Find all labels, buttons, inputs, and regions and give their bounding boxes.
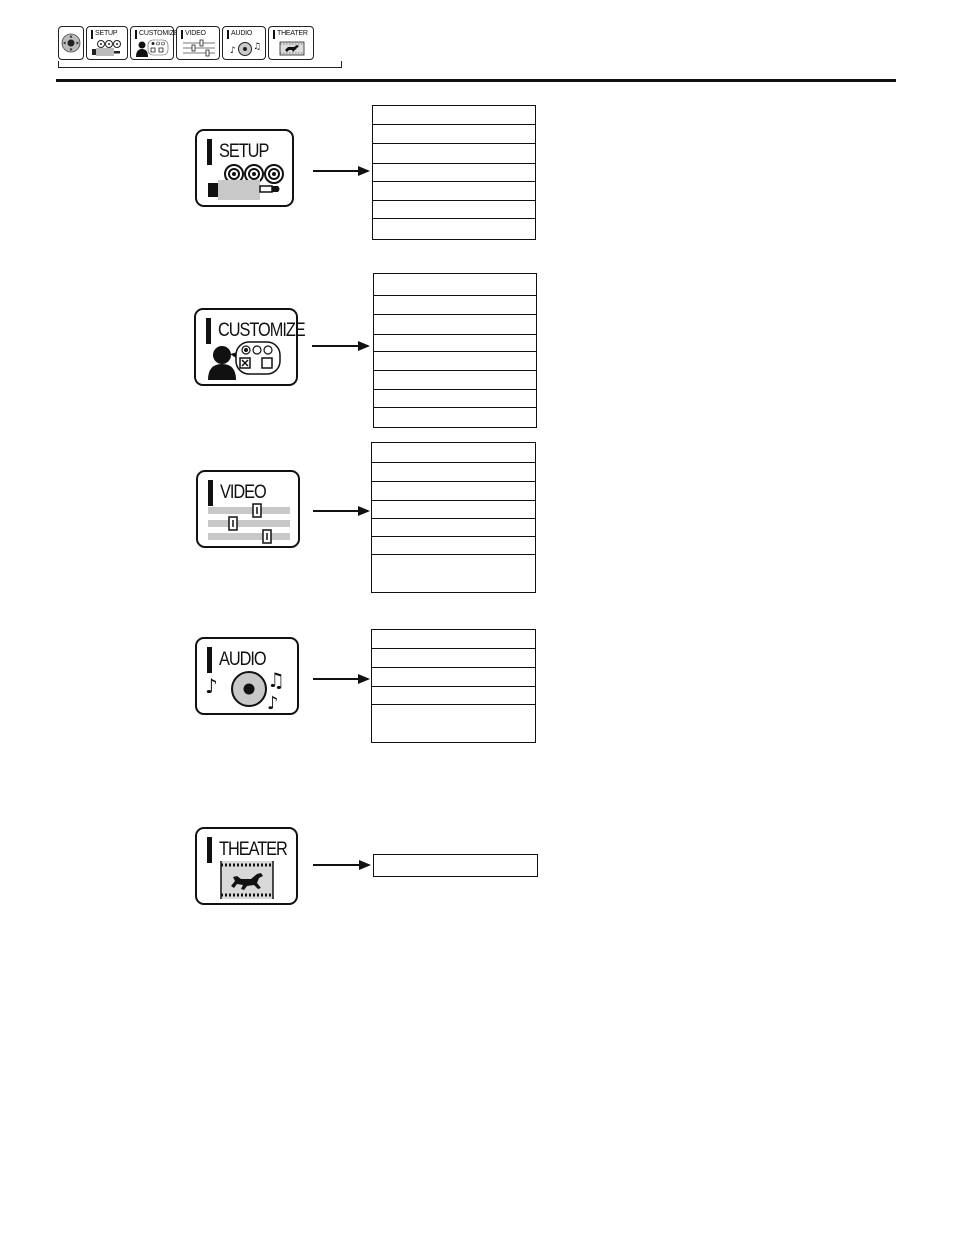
sliders-icon — [183, 39, 215, 57]
list-item[interactable] — [372, 649, 535, 668]
list-item[interactable] — [372, 501, 535, 519]
card-marker — [207, 139, 212, 165]
nav-tab-label: CUSTOMIZE — [139, 30, 179, 37]
tab-marker — [91, 30, 93, 39]
nav-tab-home[interactable] — [58, 26, 84, 60]
list-item[interactable] — [372, 519, 535, 537]
tab-marker — [181, 30, 183, 39]
list-item[interactable] — [373, 219, 535, 239]
tab-marker — [273, 30, 275, 39]
list-item[interactable] — [372, 705, 535, 744]
theater-options-list — [373, 854, 538, 877]
svg-text:♫: ♫ — [253, 42, 261, 52]
list-item[interactable] — [374, 352, 536, 371]
list-item[interactable] — [374, 390, 536, 408]
setup-options-list — [372, 105, 536, 240]
video-options-list — [371, 442, 536, 593]
film-horse-icon — [279, 41, 305, 56]
list-item[interactable] — [372, 668, 535, 687]
card-marker — [206, 318, 211, 344]
video-card-title: VIDEO — [220, 482, 267, 503]
tab-marker — [135, 30, 137, 39]
svg-text:♫: ♫ — [267, 668, 285, 692]
projector-reels-icon — [208, 164, 284, 200]
list-item[interactable] — [373, 144, 535, 164]
video-arrow — [313, 506, 370, 516]
list-item[interactable] — [374, 274, 536, 296]
person-speech-icon — [208, 341, 281, 380]
list-item[interactable] — [374, 335, 536, 352]
list-item[interactable] — [372, 482, 535, 501]
setup-arrow — [313, 166, 370, 176]
nav-tab-audio[interactable]: AUDIO ♪ ♫ — [222, 26, 266, 60]
list-item[interactable] — [374, 315, 536, 335]
nav-tab-label: THEATER — [277, 30, 308, 37]
list-item[interactable] — [373, 182, 535, 201]
disc-notes-icon: ♪ ♫ ♪ — [205, 668, 285, 713]
list-item[interactable] — [374, 296, 536, 315]
list-item[interactable] — [373, 164, 535, 182]
svg-text:♪: ♪ — [267, 693, 279, 713]
person-speech-icon — [136, 39, 169, 57]
video-menu-icon-card[interactable]: VIDEO — [196, 470, 300, 548]
header-rule — [56, 79, 896, 82]
nav-tab-label: AUDIO — [231, 30, 253, 37]
audio-menu-icon-card[interactable]: AUDIO ♪ ♫ ♪ — [195, 637, 299, 715]
film-horse-icon — [220, 861, 274, 899]
customize-card-title: CUSTOMIZE — [218, 320, 306, 341]
audio-card-title: AUDIO — [219, 649, 267, 670]
list-item[interactable] — [372, 443, 535, 463]
customize-arrow — [312, 341, 370, 351]
card-marker — [207, 837, 212, 863]
list-item[interactable] — [373, 125, 535, 144]
list-item[interactable] — [374, 371, 536, 390]
projector-reels-icon — [92, 40, 121, 56]
customize-menu-icon-card[interactable]: CUSTOMIZE — [194, 308, 306, 386]
list-item[interactable] — [372, 537, 535, 555]
list-item[interactable] — [374, 855, 537, 876]
nav-tab-customize[interactable]: CUSTOMIZE — [130, 26, 178, 60]
tab-marker — [227, 30, 229, 39]
setup-menu-icon-card[interactable]: SETUP — [195, 129, 294, 207]
menu-navigation-strip: SETUP CUSTOMIZE VIDEO AUDIO — [58, 26, 314, 62]
dpad-icon — [61, 33, 81, 53]
card-marker — [208, 480, 213, 506]
card-marker — [207, 647, 212, 673]
svg-text:♪: ♪ — [205, 674, 218, 698]
svg-text:♪: ♪ — [230, 46, 236, 56]
disc-notes-icon: ♪ ♫ — [230, 42, 261, 56]
nav-underline-bar — [58, 61, 342, 68]
audio-arrow — [313, 674, 370, 684]
audio-options-list — [371, 629, 536, 743]
list-item[interactable] — [372, 555, 535, 594]
theater-arrow — [313, 860, 371, 870]
nav-tab-setup[interactable]: SETUP — [86, 26, 128, 60]
customize-options-list — [373, 273, 537, 428]
nav-tab-label: SETUP — [95, 30, 118, 37]
list-item[interactable] — [374, 408, 536, 429]
nav-tab-theater[interactable]: THEATER — [268, 26, 314, 60]
list-item[interactable] — [372, 630, 535, 649]
nav-tab-video[interactable]: VIDEO — [176, 26, 220, 60]
list-item[interactable] — [372, 463, 535, 482]
list-item[interactable] — [373, 201, 535, 219]
theater-menu-icon-card[interactable]: THEATER — [195, 827, 298, 905]
theater-card-title: THEATER — [219, 839, 288, 860]
nav-tab-label: VIDEO — [185, 30, 206, 37]
setup-card-title: SETUP — [219, 141, 269, 162]
sliders-icon — [208, 503, 290, 544]
list-item[interactable] — [372, 687, 535, 705]
list-item[interactable] — [373, 106, 535, 125]
